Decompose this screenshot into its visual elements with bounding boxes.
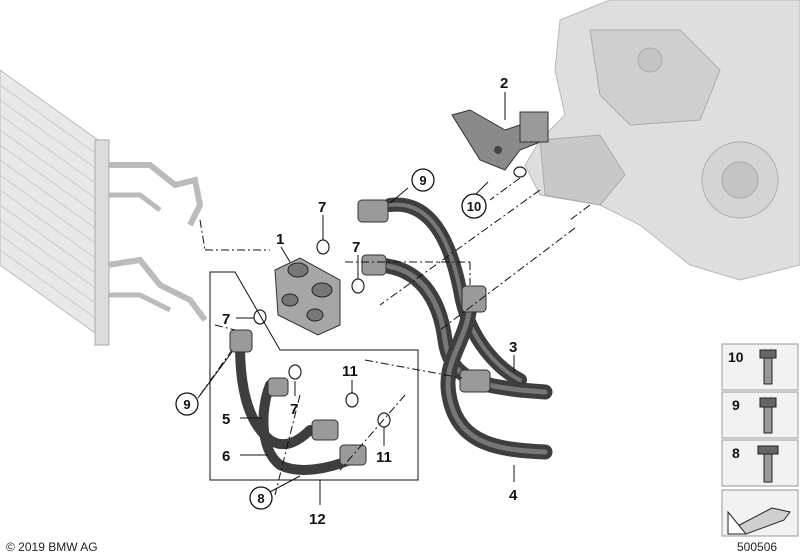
svg-text:9: 9: [183, 397, 190, 412]
circled-callout-9a: 9: [411, 168, 435, 192]
callout-5: 5: [222, 411, 230, 428]
bolt-legend: 10 9 8: [721, 343, 799, 537]
o-rings: [253, 166, 527, 428]
hose-part-3: [367, 197, 553, 400]
callout-6: 6: [222, 448, 230, 465]
circled-callout-8: 8: [249, 486, 273, 510]
document-number: 500506: [737, 540, 778, 554]
callout-7b: 7: [352, 239, 360, 256]
detail-box-outline: [209, 271, 419, 481]
hose-part-4: [440, 292, 553, 460]
bolt-8-icon: [757, 445, 779, 483]
transmission: [524, 0, 800, 281]
svg-text:8: 8: [257, 491, 264, 506]
circled-callout-10: 10: [461, 193, 487, 219]
svg-text:9: 9: [419, 173, 426, 188]
leader-ticks: [197, 92, 515, 505]
arrow-icon: [727, 507, 791, 535]
callout-7d: 7: [290, 401, 298, 418]
callout-3: 3: [509, 339, 517, 356]
callout-7a: 7: [318, 199, 326, 216]
bracket-part-2: [451, 109, 549, 171]
callout-2: 2: [500, 75, 508, 92]
hose-connectors: [357, 199, 491, 393]
svg-text:10: 10: [467, 199, 481, 214]
callout-11b: 11: [376, 449, 392, 466]
callout-12: 12: [309, 511, 326, 528]
leader-lines: [199, 177, 591, 496]
bolt-9-icon: [759, 397, 777, 434]
callout-1: 1: [276, 231, 284, 248]
legend-num-10: 10: [728, 349, 744, 365]
callout-11a: 11: [342, 363, 358, 380]
circled-callout-9b: 9: [175, 392, 199, 416]
distributor-block-part-1: [274, 257, 341, 336]
legend-num-8: 8: [732, 445, 740, 461]
bolt-10-icon: [759, 349, 777, 385]
callout-4: 4: [509, 487, 518, 504]
radiator: [0, 69, 208, 346]
hose-part-5-6: [229, 329, 367, 475]
legend-num-9: 9: [732, 397, 740, 413]
callout-7c: 7: [222, 311, 230, 328]
copyright-text: © 2019 BMW AG: [6, 540, 98, 554]
